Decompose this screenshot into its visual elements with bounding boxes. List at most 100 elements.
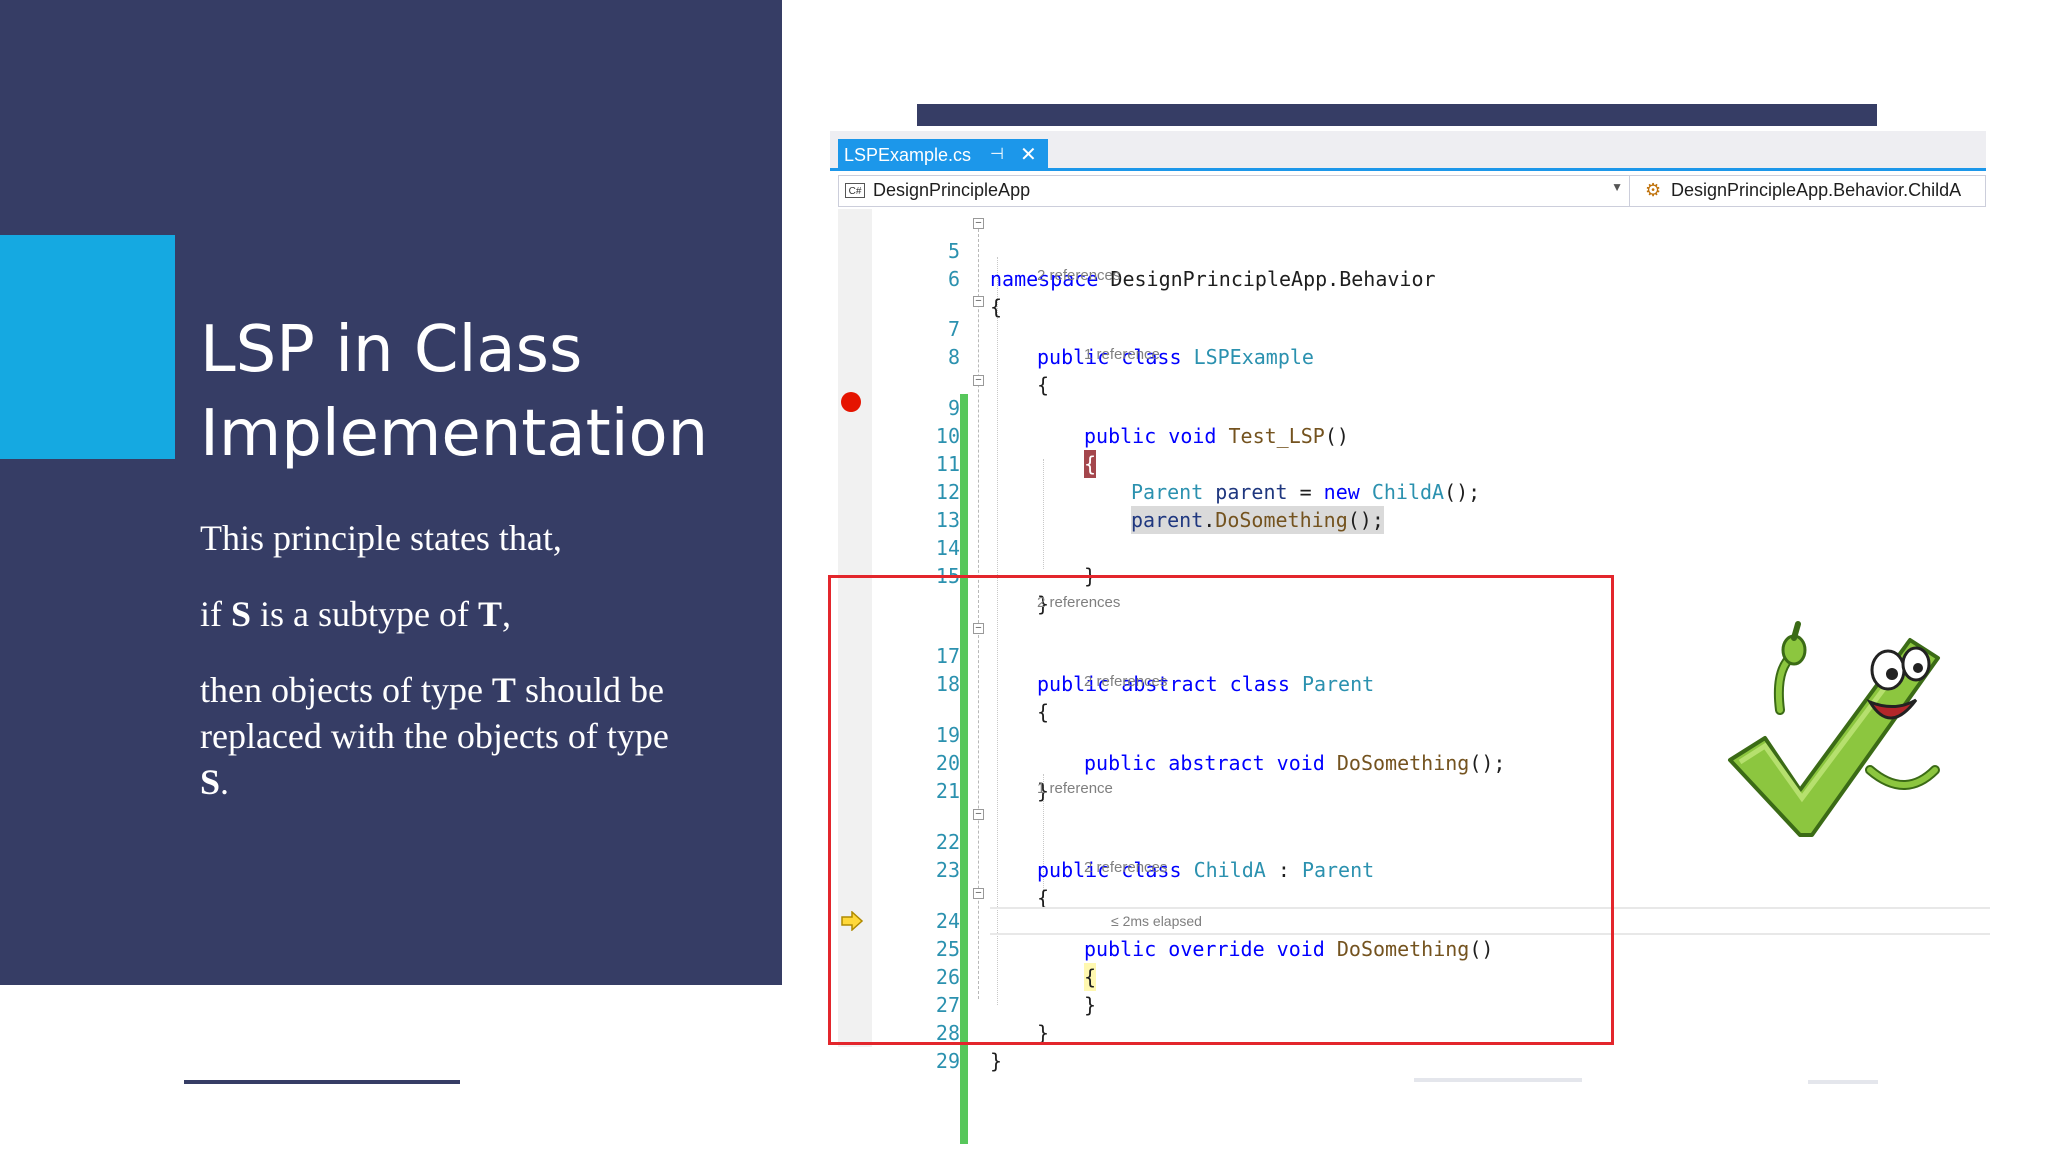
code-text: } — [1037, 1021, 1050, 1045]
collapse-icon[interactable]: − — [973, 375, 984, 386]
csharp-project-icon: C# — [845, 183, 865, 198]
perf-tip[interactable]: ≤ 2ms elapsed — [1111, 913, 1202, 929]
code-line: 10 { — [830, 394, 1986, 478]
code-text: parent.DoSomething(); — [1131, 506, 1384, 534]
code-text: } — [1037, 592, 1050, 616]
navigation-bar: C# DesignPrincipleApp ▼ ⚙ DesignPrincipl… — [838, 175, 1986, 207]
line-number: 22 — [935, 830, 960, 854]
line-number: 27 — [935, 993, 960, 1017]
code-line: 14 } — [830, 506, 1986, 588]
type-name: LSPExample — [1193, 345, 1314, 369]
code-text: } — [1037, 779, 1050, 803]
body-paragraph-1: This principle states that, — [200, 518, 562, 558]
code-text: public class LSPExample — [1037, 343, 1314, 371]
collapse-icon[interactable]: − — [973, 218, 984, 229]
token: () — [1324, 424, 1349, 448]
code-line: 23 { — [830, 828, 1986, 910]
keyword: abstract — [1121, 672, 1218, 696]
line-number: 25 — [935, 937, 960, 961]
text: then objects of type — [200, 670, 492, 710]
line-number: 7 — [947, 317, 960, 341]
code-line: 11 Parent parent = new ChildA(); — [830, 422, 1986, 504]
bold-t: T — [478, 594, 503, 634]
codelens-references[interactable]: 2 references — [1084, 673, 1168, 690]
glyph-margin[interactable] — [838, 209, 872, 1047]
highlight-box — [828, 575, 1614, 1045]
tab-lspexample[interactable]: LSPExample.cs ⊣ ✕ — [838, 139, 1048, 171]
code-line: 6 { — [830, 237, 1986, 319]
code-line: 28 } — [830, 991, 1986, 1073]
codelens-references[interactable]: 2 references — [1037, 267, 1121, 284]
slide-title-line-1: LSP in Class — [200, 313, 583, 387]
editor-tabstrip: LSPExample.cs ⊣ ✕ — [830, 131, 1986, 171]
code-text: { — [990, 295, 1003, 319]
keyword: namespace — [990, 267, 1099, 291]
code-line: 15 } — [830, 534, 1986, 616]
line-number: 20 — [935, 751, 960, 775]
code-line: 16 — [830, 559, 1986, 575]
close-icon[interactable]: ✕ — [1020, 144, 1037, 166]
top-decoration-bar — [917, 104, 1877, 126]
code-text: { — [1037, 373, 1050, 397]
code-line: 26 } — [830, 935, 1986, 1017]
code-line: 13 — [830, 478, 1986, 532]
codelens-references[interactable]: 1 reference — [1084, 346, 1160, 363]
code-line: 25 { — [830, 907, 1986, 991]
project-name: DesignPrincipleApp — [873, 180, 1031, 200]
code-line: 9 public void Test_LSP() — [830, 366, 1986, 448]
bold-t: T — [491, 670, 516, 710]
execution-pointer-icon[interactable] — [840, 911, 864, 931]
collapse-icon[interactable]: − — [973, 623, 984, 634]
collapse-icon[interactable]: − — [973, 888, 984, 899]
line-number: 29 — [935, 1049, 960, 1073]
text: should be replaced with the objects of t… — [200, 670, 669, 756]
slide-title: LSP in Class Implementation — [200, 308, 708, 476]
code-area[interactable]: 5 namespace DesignPrincipleApp.Behavior … — [830, 209, 1990, 1073]
indent-guide — [997, 257, 998, 1005]
code-text: public abstract void DoSomething(); — [1084, 749, 1505, 777]
code-line: 17 public abstract class Parent — [830, 614, 1986, 696]
keyword: class — [1121, 345, 1182, 369]
code-text: { — [1084, 963, 1097, 991]
line-number: 11 — [935, 452, 960, 476]
keyword: public — [1037, 858, 1110, 882]
line-number: 24 — [935, 909, 960, 933]
method-name: DoSomething — [1215, 508, 1348, 532]
code-text: public override void DoSomething() — [1084, 935, 1493, 963]
token: (); — [1347, 508, 1384, 532]
pin-icon[interactable]: ⊣ — [990, 146, 1004, 163]
breakpoint-icon[interactable] — [841, 392, 861, 412]
codelens-references[interactable]: 1 reference — [1037, 780, 1113, 797]
collapse-icon[interactable]: − — [973, 296, 984, 307]
project-dropdown[interactable]: C# DesignPrincipleApp ▼ — [839, 176, 1630, 206]
keyword: new — [1323, 480, 1360, 504]
variable: parent — [1131, 508, 1204, 532]
line-number: 21 — [935, 779, 960, 803]
code-text: } — [990, 1049, 1003, 1073]
token: DesignPrincipleApp.Behavior — [1098, 267, 1436, 291]
type-name: ChildA — [1371, 480, 1445, 504]
change-tracking-bar — [960, 394, 968, 1144]
keyword: void — [1276, 751, 1325, 775]
codelens-references[interactable]: 2 references — [1037, 594, 1121, 611]
method-name: DoSomething — [1336, 751, 1470, 775]
code-text: public class ChildA : Parent — [1037, 856, 1374, 884]
accent-block — [0, 235, 175, 459]
codelens-references[interactable]: 2 references — [1084, 859, 1168, 876]
code-editor-screenshot: LSPExample.cs ⊣ ✕ C# DesignPrincipleApp … — [830, 131, 1990, 1144]
code-line: 12 parent.DoSomething(); — [830, 450, 1986, 534]
code-text: { — [1037, 700, 1050, 724]
tab-label: LSPExample.cs — [844, 145, 972, 165]
indent-guide — [1043, 774, 1044, 904]
slide-title-line-2: Implementation — [200, 397, 709, 471]
keyword: override — [1168, 937, 1265, 961]
keyword: public — [1084, 424, 1157, 448]
text: is a subtype of — [251, 594, 478, 634]
line-number: 9 — [947, 396, 960, 420]
method-name: Test_LSP — [1228, 424, 1325, 448]
keyword: abstract — [1168, 751, 1265, 775]
code-line: 5 namespace DesignPrincipleApp.Behavior — [830, 209, 1986, 291]
collapse-icon[interactable]: − — [973, 809, 984, 820]
chevron-down-icon[interactable]: ▼ — [1611, 180, 1623, 194]
token: (); — [1444, 480, 1481, 504]
